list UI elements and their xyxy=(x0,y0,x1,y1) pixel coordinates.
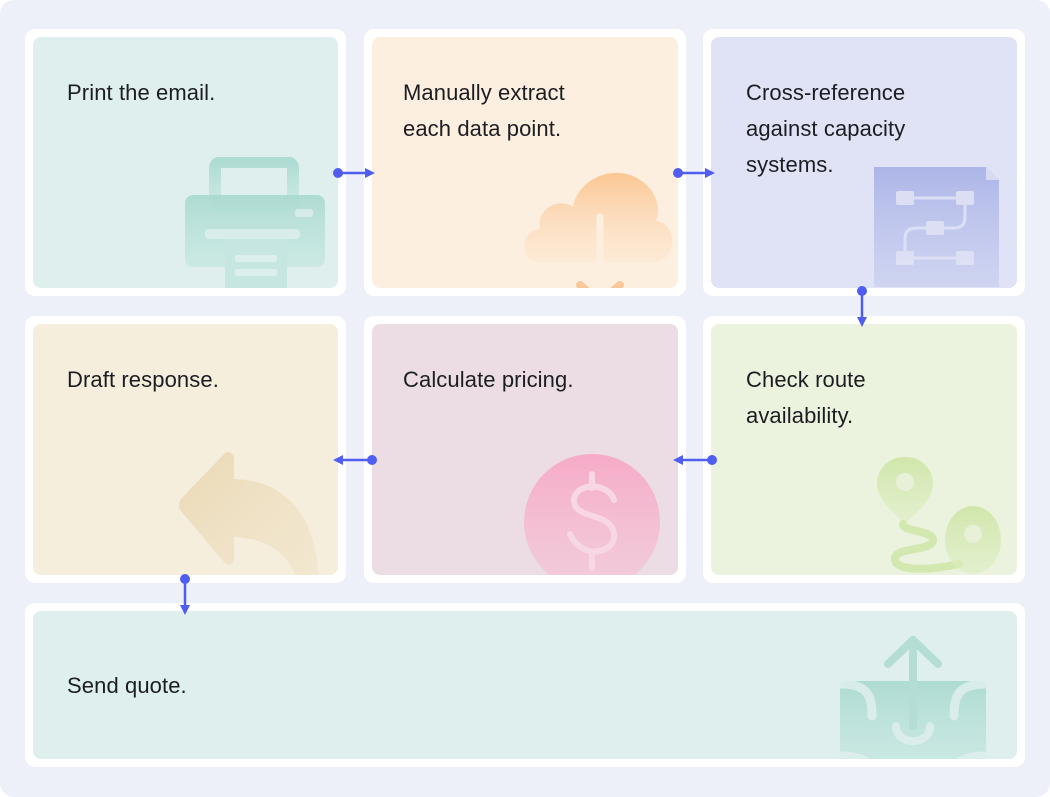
step-card-body: Print the email. xyxy=(33,37,338,288)
step-card-body: Draft response. xyxy=(33,324,338,575)
step-label: Print the email. xyxy=(67,80,216,105)
step-card-body: Manually extract each data point. xyxy=(372,37,678,288)
step-label: Cross-reference against capacity systems… xyxy=(746,80,906,177)
send-package-icon xyxy=(838,636,991,759)
step-label: Draft response. xyxy=(67,367,219,392)
step-label: Send quote. xyxy=(67,673,187,698)
reply-arrow-icon xyxy=(179,451,319,575)
step-card-draft-response: Draft response. xyxy=(25,316,346,583)
step-card-extract-data: Manually extract each data point. xyxy=(364,29,686,296)
step-label: Manually extract each data point. xyxy=(403,80,565,141)
step-card-cross-reference: Cross-reference against capacity systems… xyxy=(703,29,1025,296)
step-card-body: Check route availability. xyxy=(711,324,1017,575)
step-card-body: Send quote. xyxy=(33,611,1017,759)
cloud-download-icon xyxy=(524,172,673,288)
step-card-body: Calculate pricing. xyxy=(372,324,678,575)
route-pin-icon xyxy=(877,457,1001,574)
dollar-coin-icon xyxy=(524,454,660,575)
step-label: Check route availability. xyxy=(746,367,866,428)
flowchart-document-icon xyxy=(874,167,999,287)
step-card-check-route: Check route availability. xyxy=(703,316,1025,583)
printer-icon xyxy=(185,157,325,288)
step-card-print-email: Print the email. xyxy=(25,29,346,296)
step-card-send-quote: Send quote. xyxy=(25,603,1025,767)
step-card-calculate-pricing: Calculate pricing. xyxy=(364,316,686,583)
step-card-body: Cross-reference against capacity systems… xyxy=(711,37,1017,288)
step-label: Calculate pricing. xyxy=(403,367,574,392)
